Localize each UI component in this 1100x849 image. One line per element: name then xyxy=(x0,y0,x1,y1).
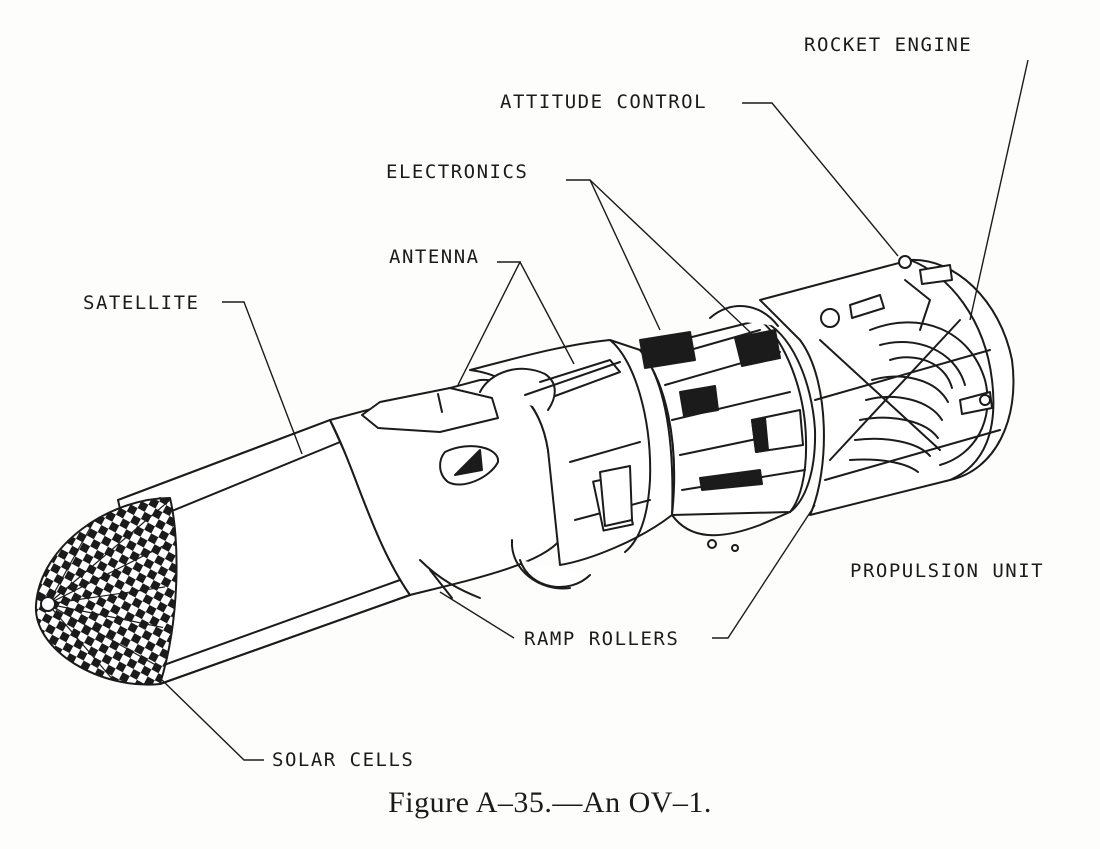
figure-caption: Figure A–35.—An OV–1. xyxy=(388,786,712,819)
leader-electronics-b xyxy=(589,179,753,335)
leader-attitude-control xyxy=(742,102,899,257)
label-ramp-rollers: RAMP ROLLERS xyxy=(524,628,680,650)
label-rocket-engine: ROCKET ENGINE xyxy=(804,34,973,56)
label-attitude-control: ATTITUDE CONTROL xyxy=(500,91,708,113)
propulsion-unit xyxy=(759,255,1015,516)
leader-rocket-engine xyxy=(969,59,1029,321)
label-electronics: ELECTRONICS xyxy=(386,161,529,183)
label-propulsion-unit: PROPULSION UNIT xyxy=(850,560,1045,582)
label-solar-cells: SOLAR CELLS xyxy=(272,749,415,771)
leader-solar-cells xyxy=(161,679,264,761)
label-satellite: SATELLITE xyxy=(83,292,200,314)
label-antenna: ANTENNA xyxy=(389,246,480,268)
leader-lines xyxy=(161,59,1029,761)
leader-satellite xyxy=(222,301,303,455)
leader-ramp-rollers-a xyxy=(439,591,515,639)
leader-antenna-b xyxy=(519,261,575,365)
adapter-section xyxy=(329,378,561,599)
electronics-bay xyxy=(599,305,817,552)
leader-ramp-rollers-b xyxy=(712,504,816,639)
solar-cell-dome xyxy=(34,497,178,686)
